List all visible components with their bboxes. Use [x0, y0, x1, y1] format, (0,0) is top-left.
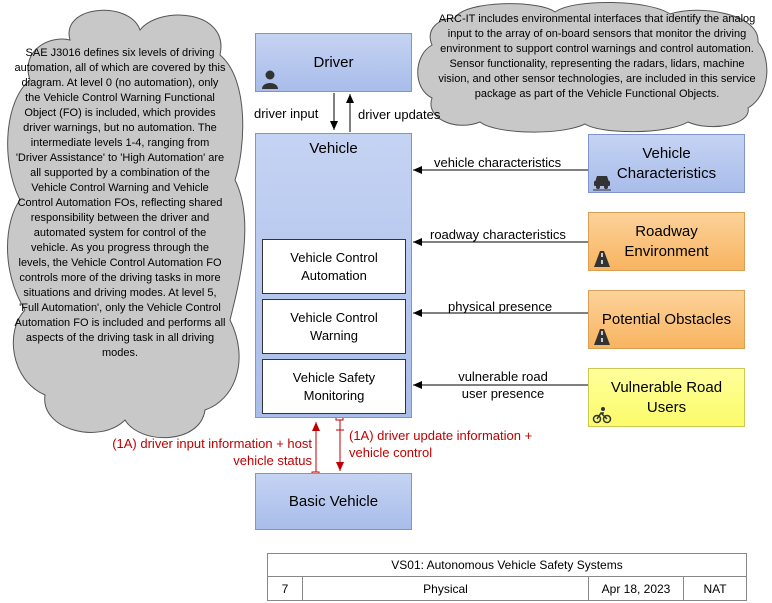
top-note-text: ARC-IT includes environmental interfaces…	[438, 13, 756, 100]
vehicle-characteristics-node[interactable]: Vehicle Characteristics	[588, 134, 745, 193]
footer-table: VS01: Autonomous Vehicle Safety Systems …	[267, 553, 747, 601]
flow-physical-presence-label: physical presence	[448, 299, 553, 314]
potential-obstacles-node[interactable]: Potential Obstacles	[588, 290, 745, 349]
footer-title: VS01: Autonomous Vehicle Safety Systems	[267, 553, 747, 577]
fo-vehicle-safety-monitoring[interactable]: Vehicle Safety Monitoring	[262, 359, 406, 414]
vehicle-characteristics-label: Vehicle Characteristics	[616, 144, 717, 182]
fo-vehicle-control-automation[interactable]: Vehicle Control Automation	[262, 239, 406, 294]
obstacle-road-icon	[594, 329, 610, 345]
flow-vulnerable-road-user-label: vulnerable road user presence	[458, 369, 548, 401]
footer-org: NAT	[683, 576, 747, 601]
fo-safety-monitoring-label: Vehicle Safety Monitoring	[292, 369, 376, 403]
flow-roadway-characteristics-label: roadway characteristics	[430, 227, 566, 242]
flow-driver-update-information-label: (1A) driver update information + vehicle…	[349, 428, 533, 460]
top-note-cloud	[417, 2, 768, 133]
driver-label: Driver	[313, 53, 354, 71]
flow-driver-input-label: driver input	[254, 106, 319, 121]
fo-automation-label: Vehicle Control Automation	[290, 249, 378, 283]
vulnerable-road-users-node[interactable]: Vulnerable Road Users	[588, 368, 745, 427]
left-note-cloud	[7, 9, 246, 439]
fo-warning-label: Vehicle Control Warning	[290, 309, 378, 343]
left-note-text: SAE J3016 defines six levels of driving …	[14, 47, 226, 359]
fo-vehicle-control-warning[interactable]: Vehicle Control Warning	[262, 299, 406, 354]
driver-node[interactable]: Driver	[255, 33, 412, 92]
flow-vehicle-characteristics-label: vehicle characteristics	[434, 155, 562, 170]
car-icon	[593, 176, 611, 191]
footer-view: Physical	[302, 576, 589, 601]
flow-driver-input-information-label: (1A) driver input information + host veh…	[112, 436, 312, 468]
footer-date: Apr 18, 2023	[588, 576, 684, 601]
vulnerable-road-users-label: Vulnerable Road Users	[610, 378, 723, 416]
basic-vehicle-label: Basic Vehicle	[288, 492, 379, 510]
flow-driver-updates-label: driver updates	[358, 107, 441, 122]
roadway-environment-label: Roadway Environment	[624, 222, 709, 260]
vehicle-label: Vehicle	[309, 140, 358, 157]
person-icon	[262, 70, 278, 89]
bicycle-icon	[592, 407, 612, 424]
footer-number: 7	[267, 576, 303, 601]
basic-vehicle-node[interactable]: Basic Vehicle	[255, 473, 412, 530]
roadway-environment-node[interactable]: Roadway Environment	[588, 212, 745, 271]
road-icon	[594, 251, 610, 267]
potential-obstacles-label: Potential Obstacles	[601, 310, 732, 328]
